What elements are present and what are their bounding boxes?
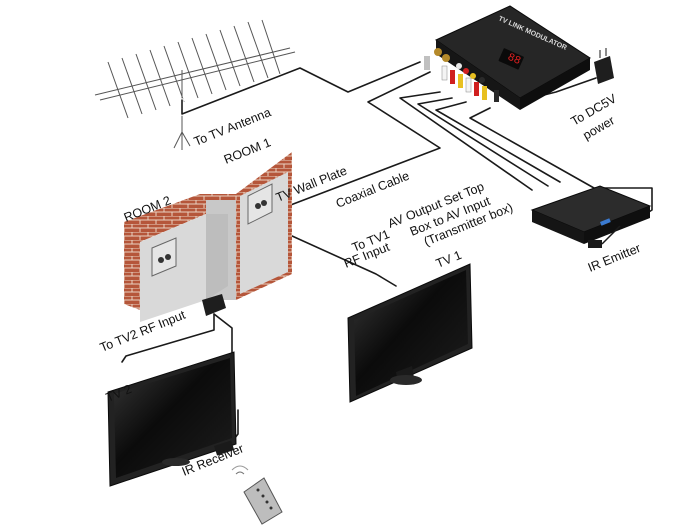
wall-plate-room2-icon [151,237,177,277]
modulator-icon: TV LINK MODULATOR 88 [434,5,591,110]
room-1-label: ROOM 1 [222,135,273,166]
wall-plate-icon [247,183,273,225]
remote-control-icon [231,465,283,525]
tv2-rf-plug-icon [202,294,226,316]
tv-1-label: TV 1 [434,248,464,271]
tv-2-icon [107,351,237,487]
cables [121,60,653,453]
tv-1-icon [347,263,473,403]
ir-emitter-icon [588,225,621,248]
av-plugs [424,56,499,102]
ir-receiver-icon [214,440,235,456]
antenna-icon [94,19,296,150]
walls [124,152,292,322]
power-adapter-icon [594,48,614,84]
modulator-display: 88 [505,52,522,68]
set-top-box-icon [530,185,652,244]
